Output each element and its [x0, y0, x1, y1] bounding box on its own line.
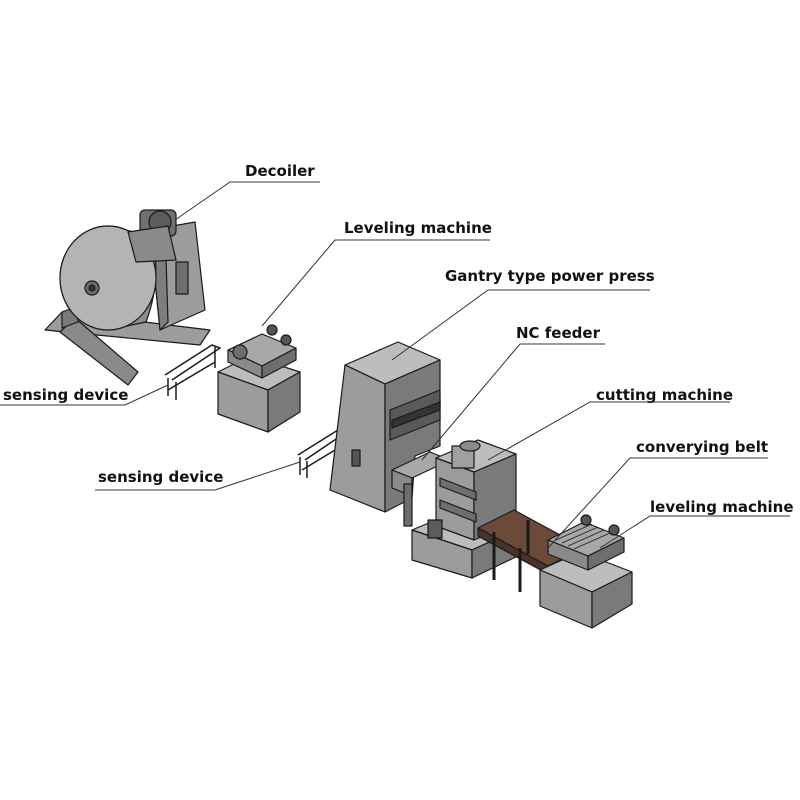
- leveling-machine-1: [217, 324, 301, 433]
- leader-leveling-machine-1: [261, 239, 490, 327]
- label-cutting-machine: cutting machine: [596, 386, 734, 404]
- label-decoiler: Decoiler: [245, 162, 315, 180]
- label-gantry-press: Gantry type power press: [445, 267, 655, 285]
- leader-lines: [0, 181, 790, 549]
- leader-sensing-device-2: [95, 461, 301, 491]
- leader-conveying-belt: [547, 457, 768, 549]
- gantry-press: [329, 341, 441, 513]
- label-leveling-machine-2: leveling machine: [650, 498, 794, 516]
- label-nc-feeder: NC feeder: [516, 324, 600, 342]
- decoiler-machine: [44, 209, 211, 386]
- label-sensing-device-2: sensing device: [98, 468, 224, 486]
- leader-sensing-device-1: [0, 384, 169, 406]
- leader-nc-feeder: [421, 343, 605, 461]
- leader-decoiler: [174, 181, 320, 221]
- leader-gantry-press: [391, 289, 650, 361]
- label-sensing-device-1: sensing device: [3, 386, 129, 404]
- label-leveling-machine-1: Leveling machine: [344, 219, 492, 237]
- leader-leveling-machine-2: [599, 515, 790, 549]
- label-conveying-belt: converying belt: [636, 438, 769, 456]
- leader-cutting-machine: [487, 401, 730, 461]
- sensing-device-1: [164, 344, 221, 400]
- leveling-machine-2: [539, 514, 633, 629]
